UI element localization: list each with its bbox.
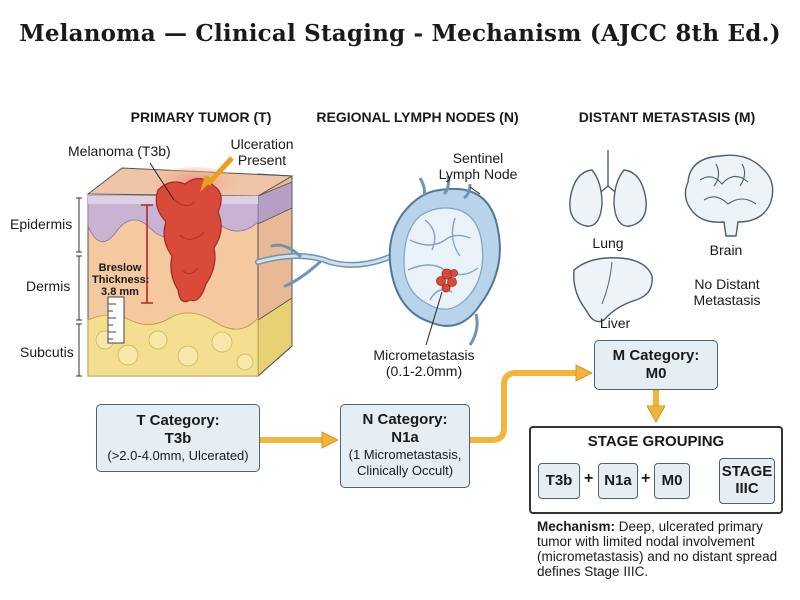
no-distant-metastasis-label: No Distant Metastasis [680, 276, 774, 308]
melanoma-pointer [149, 162, 175, 201]
plus-sign-2: + [641, 470, 651, 487]
lung-icon [569, 150, 647, 227]
stage-chip-t: T3b [538, 463, 580, 499]
t-category-detail: (>2.0-4.0mm, Ulcerated) [107, 448, 249, 463]
m-category-box: M Category: M0 [594, 340, 718, 390]
liver-label: Liver [599, 315, 631, 331]
n-category-heading: N Category: [362, 411, 448, 428]
no-distant-line1: No Distant [694, 276, 760, 292]
ruler-icon [107, 296, 125, 344]
n-category-value: N1a [391, 429, 419, 446]
stage-result-chip: STAGE IIIC [719, 458, 775, 504]
lymph-vessel [255, 243, 395, 288]
breslow-label-line2: Thickness: [92, 274, 150, 286]
ulceration-label-line1: Ulceration [230, 136, 294, 152]
mechanism-body: Deep, ulcerated primary tumor with limit… [537, 519, 778, 579]
sentinel-lymph-node [388, 175, 501, 346]
column-heading-nodes: REGIONAL LYMPH NODES (N) [316, 109, 519, 125]
m-category-value: M0 [645, 365, 667, 382]
n-category-box: N Category: N1a (1 Micrometastasis, Clin… [340, 404, 470, 488]
liver-icon [573, 257, 653, 323]
plus-sign-1: + [584, 470, 594, 487]
breslow-value: 3.8 mm [101, 286, 139, 298]
sentinel-label-line1: Sentinel [452, 150, 504, 166]
breslow-label: Breslow Thickness: 3.8 mm [92, 262, 150, 298]
stage-result-line1: STAGE [721, 463, 773, 480]
layer-label-subcutis: Subcutis [20, 344, 74, 360]
sentinel-label-line2: Lymph Node [438, 166, 518, 182]
n-category-detail-line1: (1 Micrometastasis, [348, 447, 462, 462]
breslow-bracket [141, 204, 153, 304]
stage-grouping-heading: STAGE GROUPING [587, 433, 725, 450]
stage-result-line2: IIIC [735, 480, 759, 497]
t-category-box: T Category: T3b (>2.0-4.0mm, Ulcerated) [96, 404, 260, 472]
stage-chip-n: N1a [598, 463, 638, 499]
micrometastasis-label: Micrometastasis (0.1-2.0mm) [358, 347, 490, 379]
stage-chip-m: M0 [654, 463, 690, 499]
lung-label: Lung [592, 235, 624, 251]
sentinel-pointer [469, 186, 481, 195]
t-category-heading: T Category: [136, 412, 220, 429]
sentinel-node-label: Sentinel Lymph Node [430, 150, 526, 182]
brain-label: Brain [709, 242, 743, 258]
page-title: Melanoma — Clinical Staging - Mechanism … [19, 20, 781, 47]
n-category-detail-line2: Clinically Occult) [356, 463, 454, 478]
ulceration-label-line2: Present [237, 152, 287, 168]
ulceration-arrowhead [200, 175, 214, 192]
micrometastasis-label-line2: (0.1-2.0mm) [385, 363, 463, 379]
mechanism-label: Mechanism: [537, 519, 616, 534]
column-heading-metastasis: DISTANT METASTASIS (M) [578, 109, 756, 125]
layer-label-dermis: Dermis [26, 278, 71, 294]
micrometastasis-label-line1: Micrometastasis [373, 347, 475, 363]
no-distant-line2: Metastasis [693, 292, 761, 308]
brain-icon [684, 154, 774, 237]
melanoma-label: Melanoma (T3b) [68, 143, 171, 159]
layer-brackets [76, 197, 82, 377]
t-category-value: T3b [164, 430, 192, 447]
m-category-heading: M Category: [612, 347, 700, 364]
column-heading-tumor: PRIMARY TUMOR (T) [130, 109, 272, 125]
ulceration-label: Ulceration Present [218, 136, 306, 168]
layer-label-epidermis: Epidermis [10, 216, 73, 232]
mechanism-text: Mechanism: Deep, ulcerated primary tumor… [537, 519, 787, 579]
breslow-label-line1: Breslow [98, 262, 142, 274]
micrometastasis-cluster [436, 268, 458, 293]
micrometastasis-pointer [425, 291, 443, 346]
